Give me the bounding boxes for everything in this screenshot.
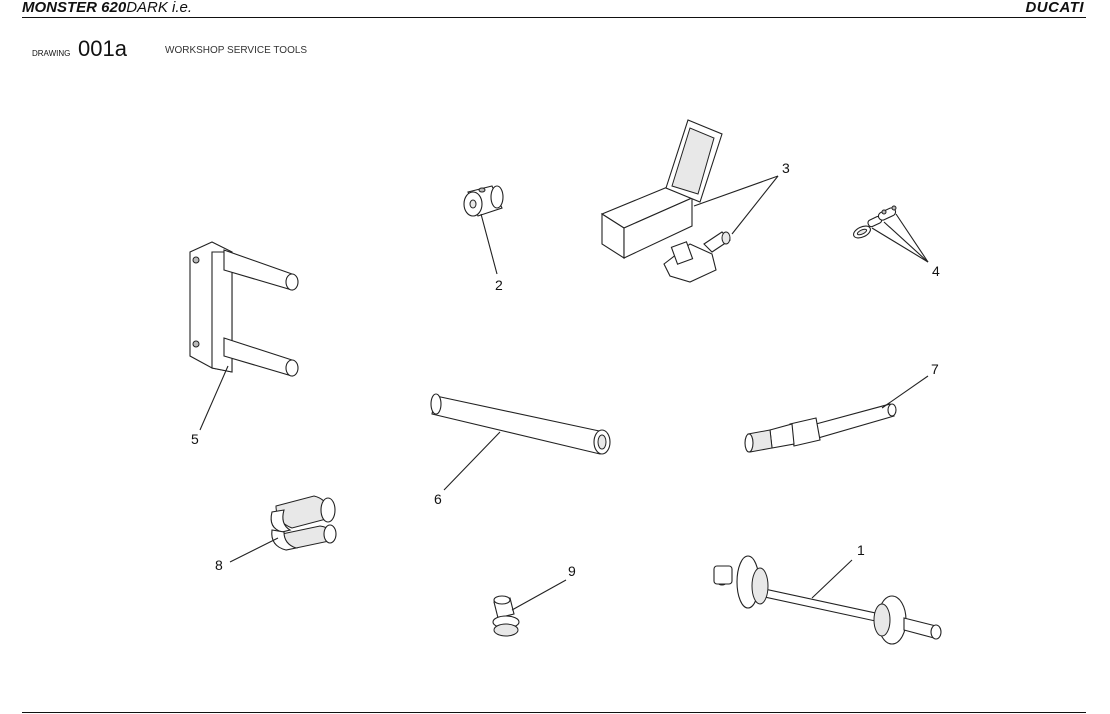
part-5-pin-plate: [189, 241, 299, 377]
leader-4b: [883, 221, 929, 263]
leader-4c: [895, 213, 929, 263]
drawing-number: 001a: [78, 36, 127, 61]
part-1-puller: [713, 555, 942, 645]
leader-5: [199, 365, 229, 431]
part-2-bushing: [463, 185, 504, 217]
header-bar: MONSTER 620DARK i.e. DUCATI: [22, 0, 1086, 18]
part-4-chain-links: [853, 205, 897, 239]
model-name: MONSTER 620DARK i.e.: [22, 0, 192, 16]
leader-1: [811, 559, 853, 599]
leader-3b: [731, 175, 779, 235]
callout-5: 5: [191, 431, 199, 447]
leader-4a: [871, 227, 929, 263]
leader-2: [480, 213, 498, 275]
model-name-variant: DARK i.e.: [126, 0, 193, 16]
callout-3: 3: [782, 160, 790, 176]
leader-6: [443, 431, 501, 491]
part-3-tool-case: [600, 119, 723, 260]
model-name-bold: MONSTER 620: [22, 0, 127, 16]
leader-7: [881, 375, 929, 409]
callout-1: 1: [857, 542, 865, 558]
callout-7: 7: [931, 361, 939, 377]
leader-3a: [693, 175, 779, 207]
drawing-label: DRAWING: [32, 49, 71, 58]
part-6-rod: [430, 393, 611, 455]
brand-logo: DUCATI: [1025, 0, 1084, 16]
part-7-adapter: [744, 403, 897, 453]
leader-9: [511, 579, 567, 611]
callout-2: 2: [495, 277, 503, 293]
drawing-title: WORKSHOP SERVICE TOOLS: [165, 45, 308, 56]
part-8-split-collar: [270, 495, 337, 551]
part-3-tool: [663, 231, 731, 283]
callout-4: 4: [932, 263, 940, 279]
part-9-plug: [492, 595, 520, 637]
callout-6: 6: [434, 491, 442, 507]
footer-rule: [22, 712, 1086, 713]
callout-8: 8: [215, 557, 223, 573]
leader-8: [229, 537, 279, 563]
callout-9: 9: [568, 563, 576, 579]
